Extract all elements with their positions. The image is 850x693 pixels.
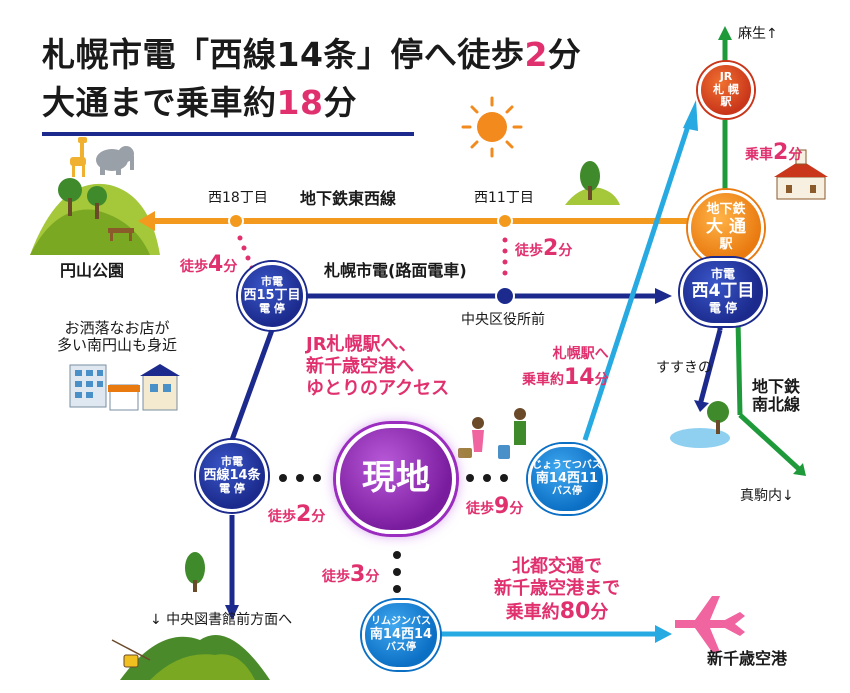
travelers-icon xyxy=(458,408,526,459)
label-streetcar-line: 札幌市電(路面電車) xyxy=(324,261,467,280)
sun-icon xyxy=(461,96,523,158)
streetcar-susukino-arrow xyxy=(694,400,709,412)
ride-to-jr-sapporo: 乗車2分 xyxy=(745,140,803,165)
title-line-1: 札幌市電「西線14条」停へ徒歩2分 xyxy=(42,35,582,74)
station-nishi15-line1: 市電 xyxy=(261,274,283,288)
label-chuo-ward-office: 中央区役所前 xyxy=(461,312,545,328)
label-asabu: 麻生↑ xyxy=(738,26,778,42)
walk-to-rimujin-bus: 徒歩3分 xyxy=(322,562,380,587)
namboku-line xyxy=(718,26,806,476)
clock-tower-icon xyxy=(774,149,828,200)
airplane-icon xyxy=(675,596,745,652)
station-rimujin-bus-line1: リムジンバス xyxy=(371,616,431,628)
station-odori[interactable]: 地下鉄 大 通 駅 xyxy=(688,190,764,266)
title-line-2: 大通まで乗車約18分 xyxy=(42,83,357,122)
shops-icon xyxy=(69,364,180,411)
station-nishi4[interactable]: 市電 西4丁目 電 停 xyxy=(680,258,766,326)
current-location-marker[interactable]: 現地 xyxy=(336,424,456,534)
label-tozai-line: 地下鉄東西線 xyxy=(300,189,397,208)
station-nishisen14[interactable]: 市電 西線14条 電 停 xyxy=(196,440,268,512)
station-nishi15[interactable]: 市電 西15丁目 電 停 xyxy=(238,262,306,330)
elephant-icon xyxy=(96,146,134,175)
label-susukino: すすきの xyxy=(656,360,712,376)
label-library-direction: ↓ 中央図書館前方面へ xyxy=(150,612,293,628)
station-nishi15-line3: 電 停 xyxy=(259,302,285,316)
current-location-label: 現地 xyxy=(362,458,430,499)
walk-dots-black xyxy=(279,474,508,593)
title-underline xyxy=(42,132,414,136)
walk-to-streetcar: 徒歩2分 xyxy=(515,236,573,261)
station-nishi4-name: 西4丁目 xyxy=(691,281,755,302)
station-nishi4-line3: 電 停 xyxy=(708,300,738,315)
note-bus-to-jr: 札幌駅へ乗車約14分 xyxy=(522,346,609,390)
chuo-ward-office-stop xyxy=(495,286,515,306)
station-nishisen14-line1: 市電 xyxy=(221,454,243,468)
station-odori-line1: 地下鉄 xyxy=(706,202,746,218)
label-maruyama-park: 円山公園 xyxy=(60,261,125,280)
label-new-chitose-airport: 新千歳空港 xyxy=(707,649,788,668)
station-nishisen14-line3: 電 停 xyxy=(219,482,245,496)
station-rimujin-bus-name: 南14西14 xyxy=(369,626,433,642)
station-jotetsu-bus-name: 南14西11 xyxy=(535,470,599,486)
tree-icon xyxy=(565,161,620,205)
station-nishi4-line1: 市電 xyxy=(710,267,735,282)
walk-to-nishi15: 徒歩4分 xyxy=(180,252,238,277)
walk-to-jotetsu-bus: 徒歩9分 xyxy=(466,494,524,519)
station-jotetsu-bus[interactable]: じょうてつバス 南14西11 バス停 xyxy=(528,444,606,514)
mountain-icon xyxy=(111,552,270,680)
note-hokuto-kotsu: 北都交通で新千歳空港まで乗車約80分 xyxy=(494,556,620,625)
walk-to-nishisen14: 徒歩2分 xyxy=(268,502,326,527)
label-minami-maruyama: お洒落なお店が多い南円山も身近 xyxy=(57,319,178,355)
label-namboku-line: 地下鉄南北線 xyxy=(752,377,801,415)
station-jotetsu-bus-line3: バス停 xyxy=(552,486,582,498)
station-jr-sapporo-line1: JR xyxy=(719,70,733,84)
bus-route-to-airport xyxy=(440,625,672,643)
maruyama-park-icon xyxy=(30,178,160,255)
giraffe-icon xyxy=(70,137,87,177)
tozai-line xyxy=(138,211,700,231)
station-jr-sapporo-line3: 駅 xyxy=(720,95,732,109)
note-jr-access: JR札幌駅へ、新千歳空港へゆとりのアクセス xyxy=(306,334,450,399)
walk-dots xyxy=(237,235,508,276)
streetcar-line xyxy=(229,293,723,610)
streetcar-arrow xyxy=(655,288,672,304)
station-nishisen14-name: 西線14条 xyxy=(203,467,261,483)
station-odori-name: 大 通 xyxy=(706,217,746,238)
label-nishi11: 西11丁目 xyxy=(474,190,534,206)
station-jr-sapporo[interactable]: JR 札 幌 駅 xyxy=(698,62,754,118)
label-makomanai: 真駒内↓ xyxy=(740,488,794,504)
station-rimujin-bus[interactable]: リムジンバス 南14西14 バス停 xyxy=(362,600,440,670)
station-jotetsu-bus-line1: じょうてつバス xyxy=(532,460,602,472)
station-rimujin-bus-line3: バス停 xyxy=(386,642,416,654)
label-nishi18: 西18丁目 xyxy=(208,190,268,206)
station-jr-sapporo-name: 札 幌 xyxy=(713,82,739,96)
pond-icon xyxy=(670,401,730,448)
station-nishi15-name: 西15丁目 xyxy=(243,287,301,303)
bus-route-to-jr xyxy=(582,100,698,441)
streetcar-down-arrow xyxy=(225,605,239,620)
station-odori-line3: 駅 xyxy=(719,236,733,252)
